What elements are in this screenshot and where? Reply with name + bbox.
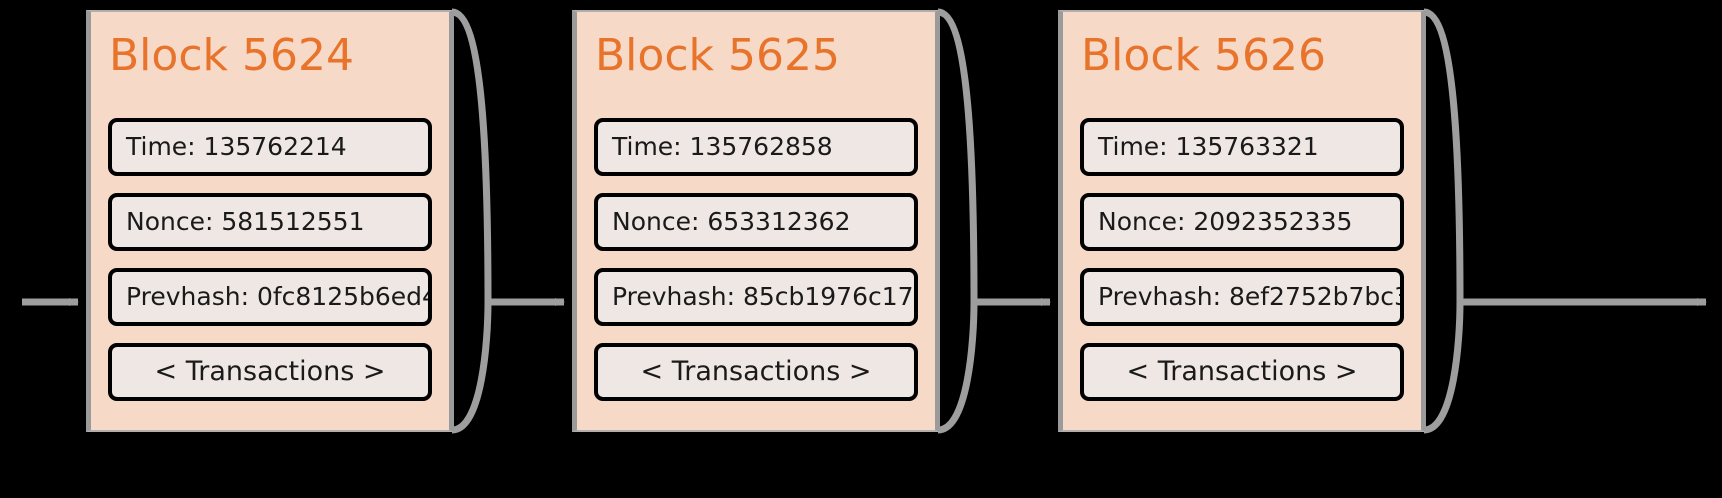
nonce-field: Nonce: 653312362 (594, 193, 918, 251)
prevhash-field: Prevhash: 0fc8125b6ed4 (108, 268, 432, 326)
time-field: Time: 135762214 (108, 118, 432, 176)
time-field: Time: 135763321 (1080, 118, 1404, 176)
block-title: Block 5624 (109, 30, 354, 81)
transactions-button[interactable]: < Transactions > (594, 343, 918, 401)
block-fields: Time: 135762214 Nonce: 581512551 Prevhas… (108, 118, 432, 401)
chain-link-5625-to-5626 (937, 8, 1051, 434)
chain-link-5624-to-5625 (451, 8, 565, 434)
nonce-field: Nonce: 581512551 (108, 193, 432, 251)
prevhash-field: Prevhash: 8ef2752b7bc3 (1080, 268, 1404, 326)
block-fields: Time: 135763321 Nonce: 2092352335 Prevha… (1080, 118, 1404, 401)
transactions-button[interactable]: < Transactions > (108, 343, 432, 401)
block-fields: Time: 135762858 Nonce: 653312362 Prevhas… (594, 118, 918, 401)
nonce-field: Nonce: 2092352335 (1080, 193, 1404, 251)
time-field: Time: 135762858 (594, 118, 918, 176)
block-card-1[interactable]: Block 5625 Time: 135762858 Nonce: 653312… (572, 10, 940, 432)
block-title: Block 5625 (595, 30, 840, 81)
transactions-button[interactable]: < Transactions > (1080, 343, 1404, 401)
block-card-0[interactable]: Block 5624 Time: 135762214 Nonce: 581512… (86, 10, 454, 432)
block-title: Block 5626 (1081, 30, 1326, 81)
block-card-2[interactable]: Block 5626 Time: 135763321 Nonce: 209235… (1058, 10, 1426, 432)
outgoing-arrow (1423, 8, 1707, 434)
prevhash-field: Prevhash: 85cb1976c171 (594, 268, 918, 326)
